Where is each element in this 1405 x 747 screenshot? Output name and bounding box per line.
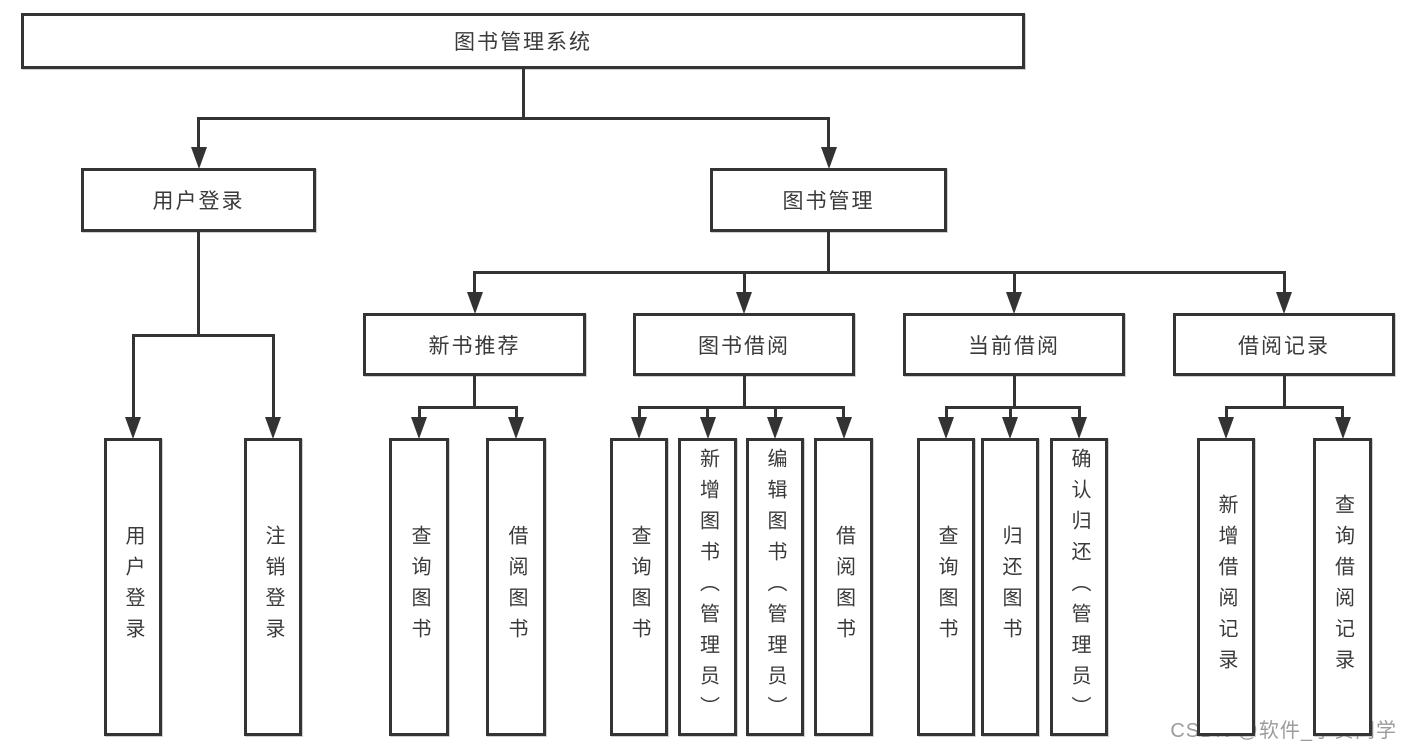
node-leaf-login: 用户登录: [104, 438, 162, 736]
connector-from-user-login: [197, 232, 200, 335]
connector-to-leaf-cb-confirm: [1077, 407, 1081, 418]
connector-to-leaf-login: [131, 335, 135, 418]
node-label-leaf-br-add: 新增借阅记录: [1215, 494, 1237, 680]
connector-to-book-borrow: [742, 272, 746, 293]
connector-from-book-mgmt: [827, 232, 830, 272]
node-label-leaf-bb-edit: 编辑图书（管理员）: [764, 447, 786, 727]
node-leaf-cb-confirm: 确认归还（管理员）: [1050, 438, 1108, 736]
connector-to-leaf-rec-borrow: [514, 407, 518, 418]
arrow-down-icon: [1334, 417, 1351, 439]
node-label-leaf-bb-add: 新增图书（管理员）: [696, 447, 719, 727]
arrow-down-icon: [508, 417, 524, 439]
connector-to-new-book-rec: [473, 272, 476, 293]
node-label-borrow-records: 借阅记录: [1238, 334, 1330, 358]
connector-to-leaf-rec-query: [417, 407, 421, 418]
connector-to-leaf-cb-query: [944, 407, 948, 418]
node-leaf-bb-edit: 编辑图书（管理员）: [746, 438, 804, 736]
arrow-down-icon: [466, 292, 483, 314]
node-leaf-rec-borrow: 借阅图书: [486, 438, 546, 736]
connector-to-leaf-bb-query: [637, 407, 641, 418]
arrow-down-icon: [125, 417, 141, 439]
arrow-down-icon: [1002, 417, 1018, 439]
arrow-down-icon: [699, 417, 716, 439]
arrow-down-icon: [736, 292, 752, 314]
arrow-down-icon: [1006, 292, 1022, 314]
node-label-current-borrow: 当前借阅: [968, 334, 1060, 358]
node-label-book-mgmt: 图书管理: [782, 190, 875, 213]
node-label-leaf-bb-query: 查询图书: [628, 525, 650, 649]
node-label-root: 图书管理系统: [454, 31, 592, 54]
arrow-down-icon: [1218, 417, 1234, 439]
node-label-leaf-rec-query: 查询图书: [408, 525, 430, 649]
node-root: 图书管理系统: [21, 13, 1025, 69]
connector-to-borrow-records: [1282, 272, 1286, 293]
rail-of-book-borrow: [637, 405, 845, 409]
node-user-login: 用户登录: [81, 168, 316, 232]
node-leaf-rec-query: 查询图书: [389, 438, 449, 736]
connector-to-book-mgmt: [827, 118, 830, 148]
rail-of-current-borrow: [944, 405, 1081, 409]
node-label-leaf-br-query: 查询借阅记录: [1331, 494, 1354, 680]
connector-from-new-book-rec: [473, 376, 476, 407]
node-book-borrow: 图书借阅: [633, 313, 855, 376]
connector-to-leaf-br-query: [1341, 407, 1344, 418]
node-leaf-logout: 注销登录: [244, 438, 302, 736]
connector-from-root: [521, 69, 525, 118]
arrow-down-icon: [190, 147, 207, 169]
node-leaf-cb-query: 查询图书: [917, 438, 975, 736]
rail-of-root: [197, 116, 830, 120]
connector-to-leaf-logout: [271, 335, 275, 418]
node-label-user-login: 用户登录: [152, 190, 245, 213]
connector-to-leaf-bb-add: [706, 407, 709, 418]
node-label-leaf-cb-confirm: 确认归还（管理员）: [1068, 447, 1090, 727]
rail-of-new-book-rec: [417, 405, 518, 409]
node-current-borrow: 当前借阅: [903, 313, 1125, 376]
connector-to-current-borrow: [1012, 272, 1016, 293]
connector-to-leaf-bb-borrow: [842, 407, 845, 418]
connector-to-user-login: [197, 118, 200, 148]
node-leaf-bb-query: 查询图书: [610, 438, 668, 736]
node-label-leaf-login: 用户登录: [122, 525, 144, 649]
node-label-leaf-cb-query: 查询图书: [935, 525, 957, 649]
node-label-leaf-logout: 注销登录: [262, 525, 284, 649]
connector-from-current-borrow: [1012, 376, 1016, 407]
node-leaf-br-query: 查询借阅记录: [1313, 438, 1372, 736]
connector-from-borrow-records: [1282, 376, 1286, 407]
node-label-book-borrow: 图书借阅: [698, 334, 790, 358]
connector-to-leaf-bb-edit: [773, 407, 777, 418]
connector-to-leaf-br-add: [1224, 407, 1228, 418]
node-leaf-bb-add: 新增图书（管理员）: [678, 438, 737, 736]
connector-to-leaf-cb-return: [1008, 407, 1012, 418]
arrow-down-icon: [1276, 292, 1292, 314]
rail-of-book-mgmt: [473, 270, 1286, 274]
node-leaf-bb-borrow: 借阅图书: [814, 438, 873, 736]
arrow-down-icon: [411, 417, 427, 439]
arrow-down-icon: [631, 417, 647, 439]
arrow-down-icon: [820, 147, 837, 169]
node-leaf-br-add: 新增借阅记录: [1197, 438, 1255, 736]
arrow-down-icon: [835, 417, 852, 439]
node-label-leaf-rec-borrow: 借阅图书: [505, 525, 527, 649]
node-book-mgmt: 图书管理: [710, 168, 947, 232]
node-leaf-cb-return: 归还图书: [981, 438, 1039, 736]
connector-from-book-borrow: [742, 376, 746, 407]
arrow-down-icon: [767, 417, 783, 439]
node-borrow-records: 借阅记录: [1173, 313, 1395, 376]
node-new-book-rec: 新书推荐: [363, 313, 586, 376]
rail-of-borrow-records: [1224, 405, 1344, 409]
arrow-down-icon: [265, 417, 281, 439]
node-label-new-book-rec: 新书推荐: [428, 334, 521, 358]
node-label-leaf-bb-borrow: 借阅图书: [832, 525, 855, 649]
rail-of-user-login: [131, 333, 275, 337]
node-label-leaf-cb-return: 归还图书: [999, 525, 1021, 649]
arrow-down-icon: [938, 417, 954, 439]
arrow-down-icon: [1071, 417, 1087, 439]
